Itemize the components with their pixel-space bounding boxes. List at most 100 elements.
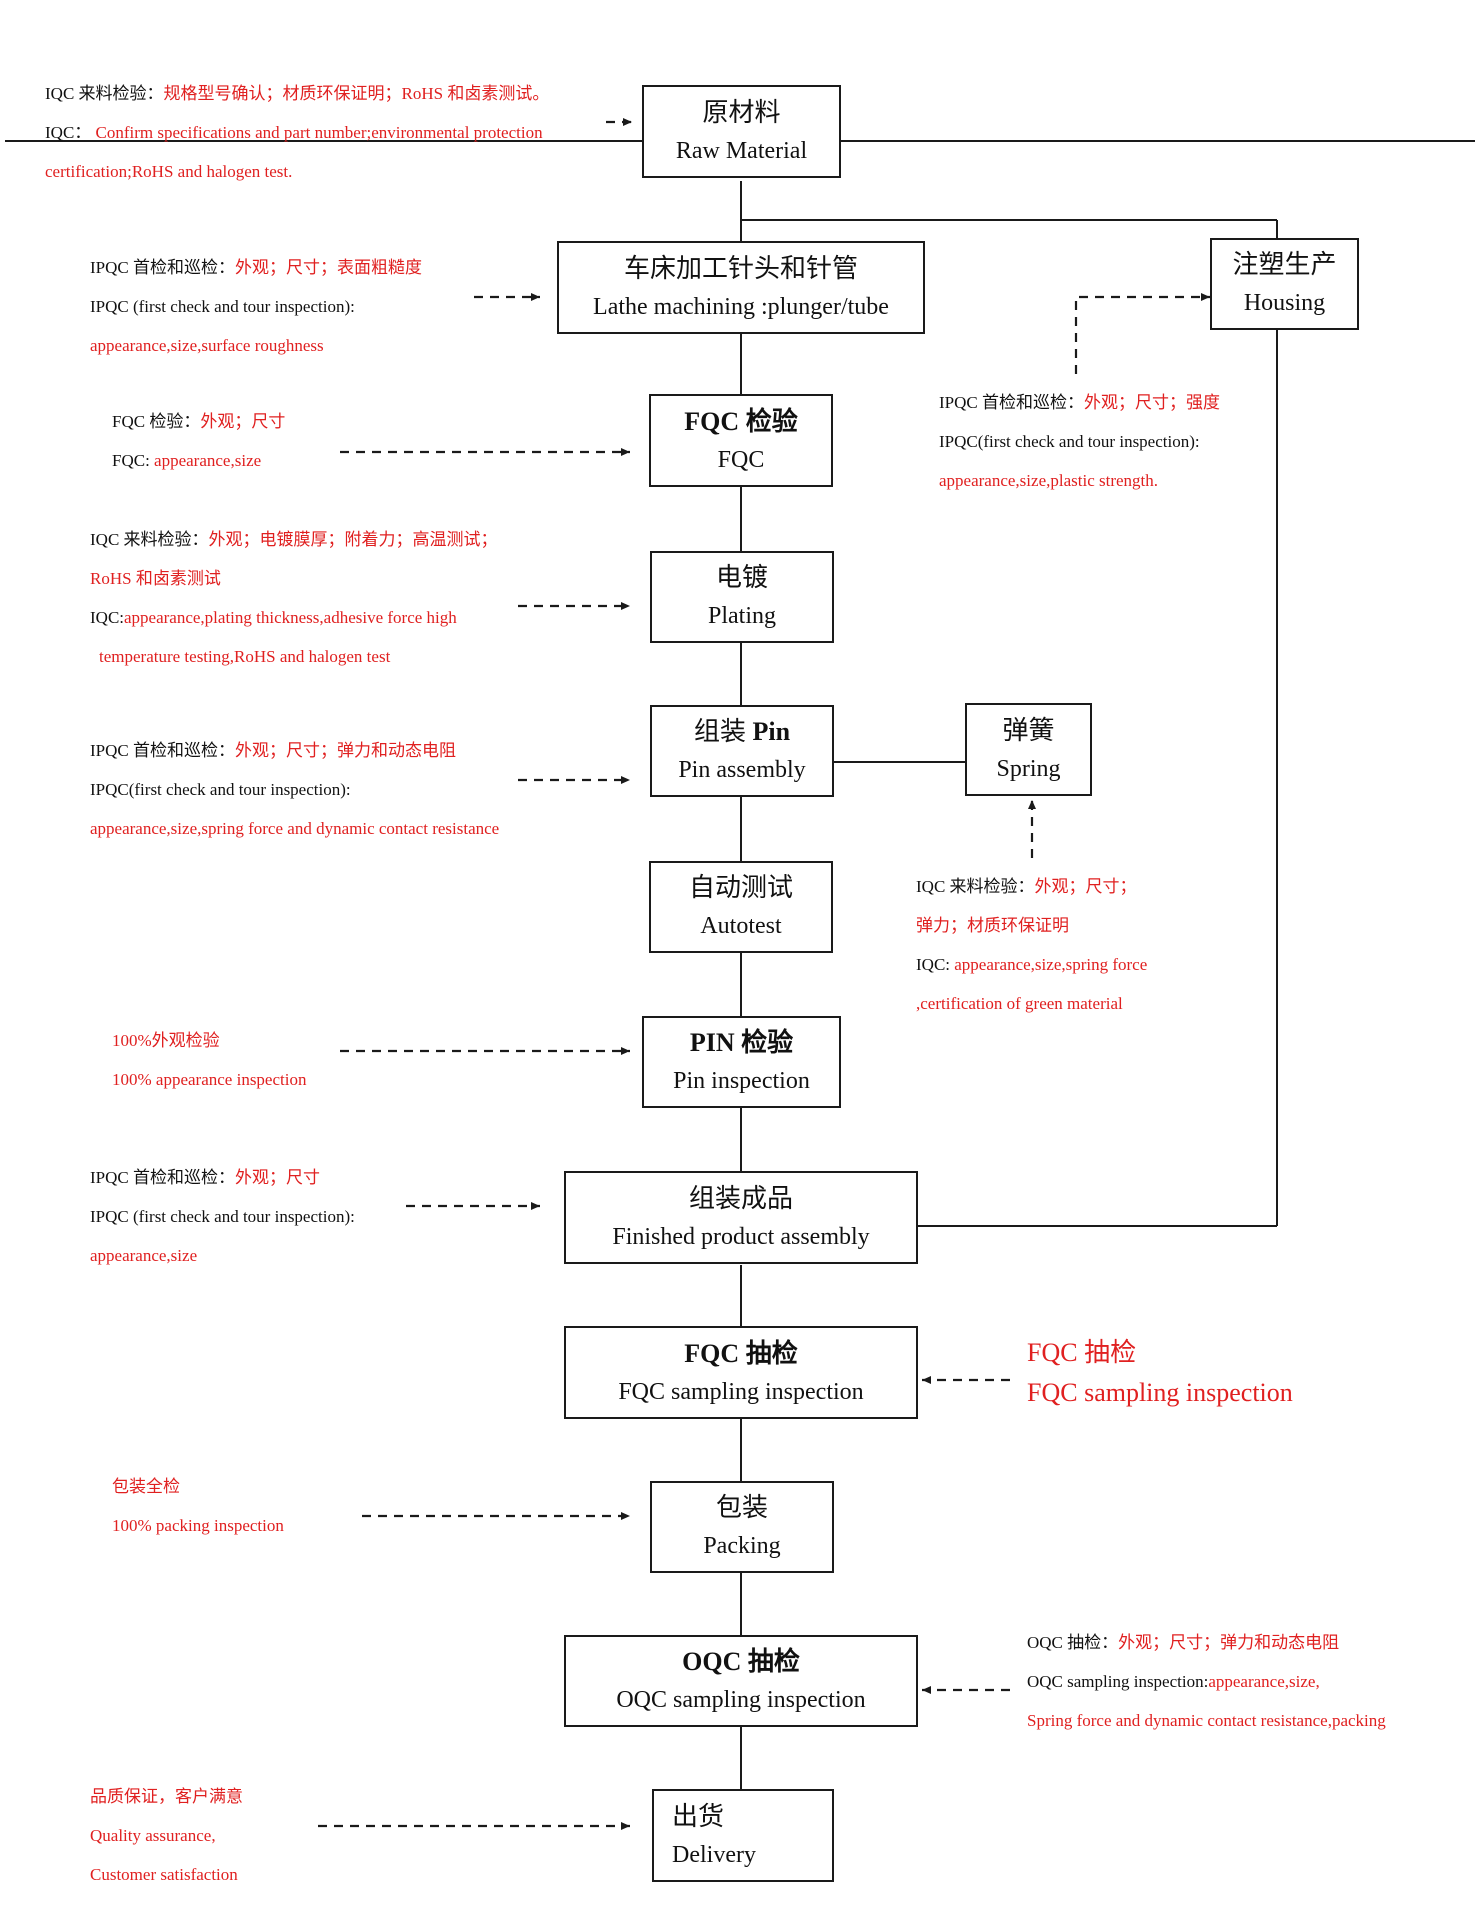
note-finished-assembly: IPQC 首检和巡检：外观；尺寸 IPQC (first check and t… bbox=[90, 1158, 355, 1275]
note-label: IQC 来料检验： bbox=[916, 877, 1035, 896]
note-raw-material: IQC 来料检验：规格型号确认；材质环保证明；RoHS 和卤素测试。 IQC： … bbox=[45, 74, 549, 191]
step-lathe-en: Lathe machining :plunger/tube bbox=[593, 293, 889, 320]
note-line: temperature testing,RoHS and halogen tes… bbox=[90, 637, 498, 676]
note-text: 包装全检 bbox=[112, 1477, 180, 1496]
note-line: IQC 来料检验：规格型号确认；材质环保证明；RoHS 和卤素测试。 bbox=[45, 74, 549, 113]
note-text: 外观；尺寸；弹力和动态电阻 bbox=[234, 741, 456, 760]
note-line: FQC 抽检 bbox=[1027, 1333, 1293, 1373]
step-spring-zh: 弹簧 bbox=[1002, 715, 1055, 745]
note-text: appearance,size, bbox=[1208, 1672, 1320, 1691]
note-lathe: IPQC 首检和巡检：外观；尺寸；表面粗糙度 IPQC (first check… bbox=[90, 248, 422, 365]
step-oqc-sampling-zh: OQC 抽检 bbox=[682, 1643, 800, 1681]
note-text: 100% packing inspection bbox=[112, 1516, 284, 1535]
step-packing-zh: 包装 bbox=[715, 1493, 768, 1522]
note-line: OQC 抽检：外观；尺寸；弹力和动态电阻 bbox=[1027, 1623, 1386, 1662]
step-oqc-sampling-zh-text: 抽检 bbox=[747, 1647, 800, 1676]
note-delivery: 品质保证，客户满意 Quality assurance, Customer sa… bbox=[90, 1777, 243, 1894]
note-text: appearance,size,spring force and dynamic… bbox=[90, 819, 500, 838]
step-autotest: 自动测试 Autotest bbox=[649, 861, 833, 953]
step-lathe-zh: 车床加工针头和针管 bbox=[623, 253, 858, 283]
note-text: 外观；尺寸；强度 bbox=[1083, 393, 1220, 412]
step-fqc-zh-text: 检验 bbox=[745, 406, 798, 436]
note-text: 外观；电镀膜厚；附着力；高温测试； bbox=[208, 530, 498, 549]
note-text: certification;RoHS and halogen test. bbox=[45, 162, 293, 181]
note-line: IQC： Confirm specifications and part num… bbox=[45, 113, 549, 152]
step-raw-material: 原材料 Raw Material bbox=[642, 85, 841, 178]
step-plating-en: Plating bbox=[707, 603, 776, 629]
note-line: RoHS 和卤素测试 bbox=[90, 559, 498, 598]
note-oqc-sampling: OQC 抽检：外观；尺寸；弹力和动态电阻 OQC sampling inspec… bbox=[1027, 1623, 1386, 1740]
step-fqc-sampling: FQC 抽检 FQC sampling inspection bbox=[564, 1326, 918, 1419]
note-text: 100% appearance inspection bbox=[112, 1070, 307, 1089]
note-label: IPQC(first check and tour inspection): bbox=[939, 432, 1200, 451]
note-label: OQC sampling inspection: bbox=[1027, 1672, 1209, 1691]
step-plating-zh: 电镀 bbox=[715, 563, 768, 592]
note-pin-assembly: IPQC 首检和巡检：外观；尺寸；弹力和动态电阻 IPQC(first chec… bbox=[90, 731, 499, 848]
step-delivery: 出货 Delivery bbox=[652, 1789, 834, 1882]
note-housing: IPQC 首检和巡检：外观；尺寸；强度 IPQC(first check and… bbox=[939, 383, 1220, 500]
step-oqc-sampling-zh-bold: OQC bbox=[682, 1647, 742, 1676]
note-line: IPQC (first check and tour inspection): bbox=[90, 287, 422, 326]
step-fqc-sampling-en: FQC sampling inspection bbox=[618, 1378, 864, 1405]
note-text: 外观；尺寸；表面粗糙度 bbox=[234, 258, 422, 277]
note-fqc-sampling: FQC 抽检 FQC sampling inspection bbox=[1027, 1333, 1293, 1413]
note-line: Customer satisfaction bbox=[90, 1855, 243, 1894]
step-spring: 弹簧 Spring bbox=[965, 703, 1092, 796]
note-line: IPQC 首检和巡检：外观；尺寸 bbox=[90, 1158, 355, 1197]
step-raw-material-en: Raw Material bbox=[675, 137, 808, 164]
step-spring-en: Spring bbox=[996, 755, 1061, 782]
note-label: IPQC 首检和巡检： bbox=[90, 258, 235, 277]
note-label: IQC 来料检验： bbox=[90, 530, 209, 549]
note-text: Customer satisfaction bbox=[90, 1865, 238, 1884]
note-line: 100% packing inspection bbox=[112, 1506, 284, 1545]
step-autotest-zh: 自动测试 bbox=[688, 873, 793, 902]
step-lathe-machining: 车床加工针头和针管 Lathe machining :plunger/tube bbox=[557, 241, 925, 334]
note-label: IQC: bbox=[90, 608, 124, 627]
note-line: IQC 来料检验：外观；尺寸； bbox=[916, 867, 1147, 906]
step-pin-assembly-zh-bold: Pin bbox=[752, 717, 791, 746]
step-pin-assembly: 组装 Pin Pin assembly bbox=[650, 705, 834, 797]
note-text: appearance,size bbox=[90, 1246, 198, 1265]
note-line: ,certification of green material bbox=[916, 984, 1147, 1023]
step-pin-assembly-zh: 组装 Pin bbox=[694, 713, 790, 751]
note-plating: IQC 来料检验：外观；电镀膜厚；附着力；高温测试； RoHS 和卤素测试 IQ… bbox=[90, 520, 498, 676]
note-text: 外观；尺寸；弹力和动态电阻 bbox=[1118, 1633, 1340, 1652]
note-line: OQC sampling inspection:appearance,size, bbox=[1027, 1662, 1386, 1701]
step-fqc-zh: FQC 检验 bbox=[684, 403, 797, 441]
note-line: IPQC(first check and tour inspection): bbox=[90, 770, 499, 809]
note-text: Quality assurance, bbox=[90, 1826, 216, 1845]
step-housing-en: Housing bbox=[1243, 290, 1326, 316]
note-text: Confirm specifications and part number;e… bbox=[95, 123, 543, 142]
note-fqc: FQC 检验：外观；尺寸 FQC: appearance,size bbox=[112, 402, 285, 480]
step-fqc-en: FQC bbox=[717, 446, 765, 473]
step-packing-en: Packing bbox=[703, 1533, 781, 1559]
note-line: IQC 来料检验：外观；电镀膜厚；附着力；高温测试； bbox=[90, 520, 498, 559]
note-line: FQC sampling inspection bbox=[1027, 1373, 1293, 1413]
note-line: appearance,size,spring force and dynamic… bbox=[90, 809, 499, 848]
step-fqc-zh-bold: FQC bbox=[684, 406, 740, 436]
note-line: Spring force and dynamic contact resista… bbox=[1027, 1701, 1386, 1740]
note-label: IPQC 首检和巡检： bbox=[90, 1168, 235, 1187]
note-text: appearance,plating thickness,adhesive fo… bbox=[124, 608, 457, 627]
note-text: FQC sampling inspection bbox=[1027, 1378, 1293, 1407]
step-plating: 电镀 Plating bbox=[650, 551, 834, 643]
note-pin-inspection: 100%外观检验 100% appearance inspection bbox=[112, 1021, 306, 1099]
note-label: OQC 抽检： bbox=[1027, 1633, 1119, 1652]
note-line: 100%外观检验 bbox=[112, 1021, 306, 1060]
note-text: FQC 抽检 bbox=[1027, 1338, 1137, 1367]
note-spring: IQC 来料检验：外观；尺寸； 弹力；材质环保证明 IQC: appearanc… bbox=[916, 867, 1147, 1023]
note-label: IQC： bbox=[45, 123, 92, 142]
note-text: appearance,size,plastic strength. bbox=[939, 471, 1159, 490]
step-raw-material-zh: 原材料 bbox=[702, 97, 781, 127]
note-line: IPQC (first check and tour inspection): bbox=[90, 1197, 355, 1236]
step-fqc-sampling-zh: FQC 抽检 bbox=[684, 1335, 797, 1373]
note-line: certification;RoHS and halogen test. bbox=[45, 152, 549, 191]
note-line: FQC 检验：外观；尺寸 bbox=[112, 402, 285, 441]
note-label: IPQC (first check and tour inspection): bbox=[90, 1207, 355, 1226]
note-label: IPQC(first check and tour inspection): bbox=[90, 780, 351, 799]
note-line: IQC:appearance,plating thickness,adhesiv… bbox=[90, 598, 498, 637]
step-delivery-zh: 出货 bbox=[672, 1801, 725, 1831]
step-packing: 包装 Packing bbox=[650, 1481, 834, 1573]
note-text: appearance,size,spring force bbox=[954, 955, 1148, 974]
